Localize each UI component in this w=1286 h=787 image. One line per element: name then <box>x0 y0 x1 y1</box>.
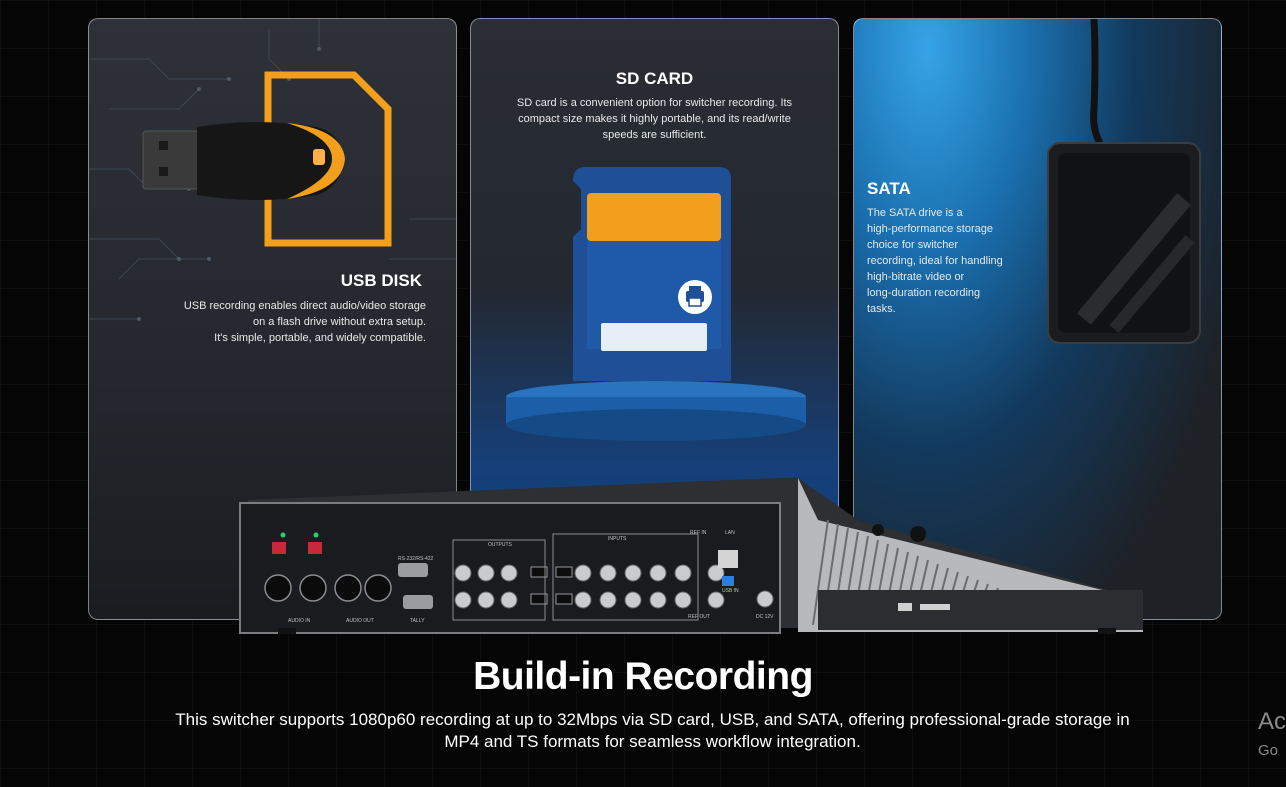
sata-desc-line: choice for switcher <box>867 239 959 251</box>
sd-desc-line: speeds are sufficient. <box>602 129 707 141</box>
sata-drive-icon <box>1047 19 1201 344</box>
sata-desc-line: recording, ideal for handling <box>867 255 1003 267</box>
usb-drive-icon <box>142 122 345 200</box>
sd-outline-icon <box>264 71 392 247</box>
audio-out-label: AUDIO OUT <box>346 618 374 624</box>
sd-desc-line: SD card is a convenient option for switc… <box>516 97 793 109</box>
sata-desc-line: high-bitrate video or <box>867 271 965 283</box>
usb-desc-line: on a flash drive without extra setup. <box>252 316 426 328</box>
sata-desc-line: tasks. <box>867 303 896 315</box>
dc-label: DC 12V <box>756 614 774 620</box>
description-line: This switcher supports 1080p60 recording… <box>175 710 1130 729</box>
lan-label: LAN <box>725 530 735 536</box>
activation-watermark-title: Ac <box>1258 708 1286 735</box>
usb-desc-line: It's simple, portable, and widely compat… <box>214 332 426 344</box>
ref-in-label: REF IN <box>690 530 707 536</box>
page-heading: Build-in Recording <box>473 655 813 698</box>
sata-desc-line: The SATA drive is a <box>867 207 963 219</box>
sd-card-description: SD card is a convenient option for switc… <box>509 95 800 143</box>
inputs-label: INPUTS <box>608 536 627 542</box>
switcher-device: AUDIO IN AUDIO OUT TALLY RS-232/RS-422 O… <box>239 478 1143 634</box>
tally-label: TALLY <box>410 618 425 624</box>
usb-disk-title: USB DISK <box>340 271 422 290</box>
sata-panel: SATA The SATA drive is a high-performanc… <box>853 18 1222 620</box>
sd-card-icon <box>573 167 731 381</box>
usb-desc-line: USB recording enables direct audio/video… <box>183 300 426 312</box>
pedestal-platform <box>506 381 806 441</box>
audio-in-label: AUDIO IN <box>288 618 311 624</box>
sd-desc-line: compact size makes it highly portable, a… <box>518 113 791 125</box>
activation-watermark-subtitle: Go <box>1258 742 1279 759</box>
sata-desc-line: high-performance storage <box>867 223 993 235</box>
rs-label: RS-232/RS-422 <box>398 556 434 562</box>
usb-label: USB IN <box>722 588 739 594</box>
sata-desc-line: long-duration recording <box>867 287 981 299</box>
description-line: MP4 and TS formats for seamless workflow… <box>444 732 861 751</box>
page-description: This switcher supports 1080p60 recording… <box>120 709 1185 753</box>
ref-out-label: REF OUT <box>688 614 710 620</box>
sd-card-title: SD CARD <box>615 69 694 88</box>
outputs-label: OUTPUTS <box>488 542 513 548</box>
sata-description: The SATA drive is a high-performance sto… <box>867 205 1017 317</box>
sata-title: SATA <box>867 179 911 198</box>
usb-disk-description: USB recording enables direct audio/video… <box>126 298 426 346</box>
